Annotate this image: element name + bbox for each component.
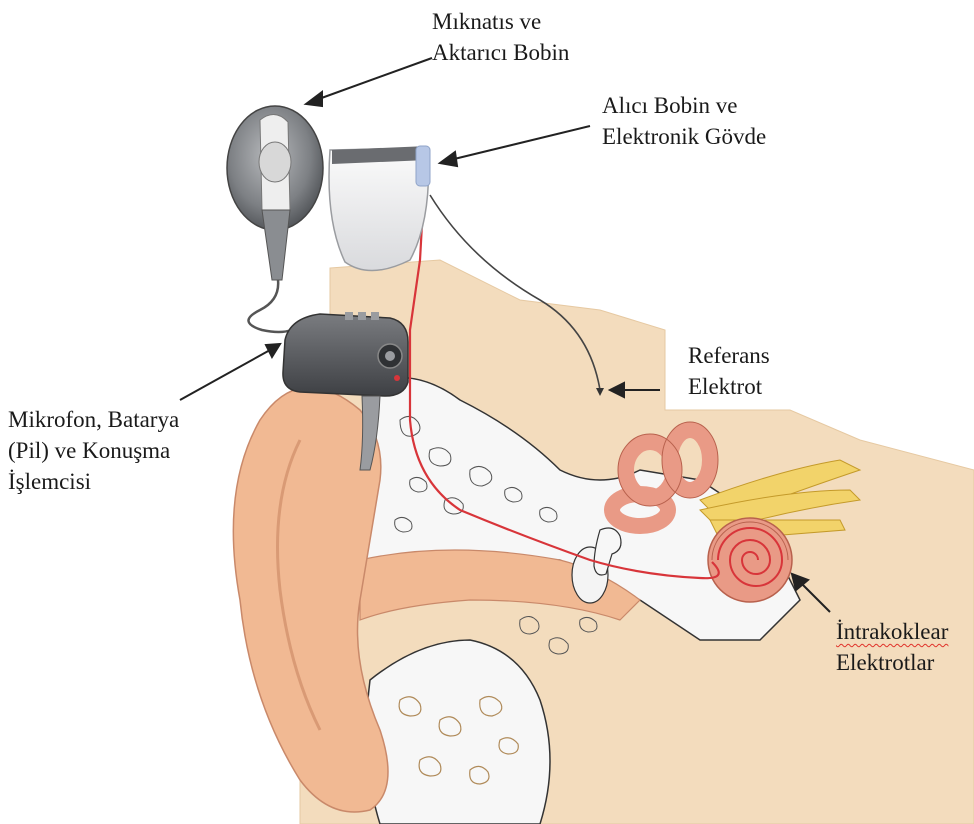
reference-label: Referans Elektrot xyxy=(688,340,770,402)
magnet-coil xyxy=(227,106,323,280)
receiver-label: Alıcı Bobin ve Elektronik Gövde xyxy=(602,90,766,152)
intracochlear-label: İntrakoklear Elektrotlar xyxy=(836,616,948,678)
processor-label-line3: İşlemcisi xyxy=(8,466,179,497)
reference-label-line1: Referans xyxy=(688,340,770,371)
receiver-stimulator xyxy=(329,146,430,271)
intracochlear-label-line1: İntrakoklear xyxy=(836,616,948,647)
intracochlear-label-line2: Elektrotlar xyxy=(836,647,948,678)
coil-cable xyxy=(248,280,300,332)
receiver-label-line2: Elektronik Gövde xyxy=(602,121,766,152)
cochlea xyxy=(708,518,792,602)
reference-label-line2: Elektrot xyxy=(688,371,770,402)
receiver-label-line1: Alıcı Bobin ve xyxy=(602,90,766,121)
magnet-label-line1: Mıknatıs ve xyxy=(432,6,569,37)
magnet-label-line2: Aktarıcı Bobin xyxy=(432,37,569,68)
processor-label-line2: (Pil) ve Konuşma xyxy=(8,435,179,466)
magnet-label: Mıknatıs ve Aktarıcı Bobin xyxy=(432,6,569,68)
processor-label-line1: Mikrofon, Batarya xyxy=(8,404,179,435)
processor-label: Mikrofon, Batarya (Pil) ve Konuşma İşlem… xyxy=(8,404,179,497)
